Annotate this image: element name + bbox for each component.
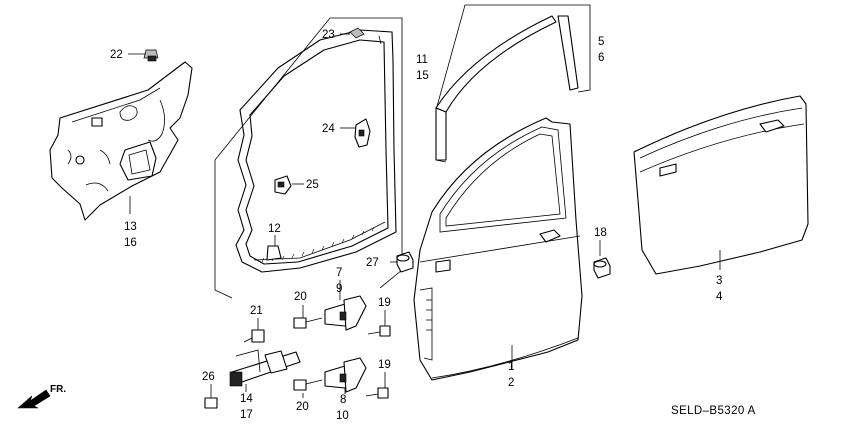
callout-3: 3 xyxy=(716,275,722,287)
callout-26: 26 xyxy=(202,371,215,383)
front-direction-arrow-icon xyxy=(17,389,51,409)
bolt-20a xyxy=(293,317,323,329)
callout-25: 25 xyxy=(306,179,319,191)
callout-15: 15 xyxy=(416,70,429,82)
bolt-19a xyxy=(367,325,391,337)
callout-17: 17 xyxy=(240,409,253,421)
callout-14: 14 xyxy=(240,393,253,405)
diagram-code: SELD–B5320 A xyxy=(671,405,756,417)
door-weatherstrip xyxy=(235,29,397,273)
callout-5: 5 xyxy=(598,36,604,48)
callout-10: 10 xyxy=(336,410,349,422)
callout-19-lower: 19 xyxy=(378,359,391,371)
callout-18: 18 xyxy=(594,227,607,239)
clip-12 xyxy=(266,245,282,261)
callout-16: 16 xyxy=(124,237,137,249)
callout-21: 21 xyxy=(250,305,263,317)
bumper-27 xyxy=(396,251,414,273)
bumper-18 xyxy=(593,257,611,279)
bolt-19b xyxy=(365,387,389,399)
callout-2: 2 xyxy=(508,377,514,389)
callout-6: 6 xyxy=(598,52,604,64)
callout-19-upper: 19 xyxy=(378,297,391,309)
clip-24 xyxy=(354,118,371,148)
callout-1: 1 xyxy=(508,361,514,373)
callout-4: 4 xyxy=(716,291,723,303)
front-door-panel xyxy=(413,117,583,381)
callout-20-lower: 20 xyxy=(296,401,309,413)
box-outline xyxy=(214,17,403,299)
callout-13: 13 xyxy=(124,221,137,233)
clip-25 xyxy=(274,175,292,195)
callout-22: 22 xyxy=(110,49,123,61)
window-sash-molding xyxy=(435,4,591,163)
bolt-20b xyxy=(293,379,323,391)
bolt-26 xyxy=(204,397,218,409)
callout-23: 23 xyxy=(322,29,335,41)
callout-20-upper: 20 xyxy=(294,291,307,303)
callout-11: 11 xyxy=(416,54,428,66)
direction-label: FR. xyxy=(50,384,66,395)
callout-8: 8 xyxy=(340,394,346,406)
bolt-21 xyxy=(243,329,265,343)
callout-27: 27 xyxy=(366,257,379,269)
upper-hinge xyxy=(324,295,367,331)
clip-22 xyxy=(143,49,159,62)
clip-23 xyxy=(349,27,365,39)
callout-7: 7 xyxy=(336,267,342,279)
callout-9: 9 xyxy=(336,283,342,295)
callout-24: 24 xyxy=(322,123,335,135)
lower-hinge xyxy=(324,357,367,393)
leader-lines xyxy=(128,33,721,398)
door-checker xyxy=(229,349,301,387)
door-inner-panel xyxy=(49,61,193,221)
door-outer-skin xyxy=(633,95,809,275)
callout-12: 12 xyxy=(268,223,281,235)
